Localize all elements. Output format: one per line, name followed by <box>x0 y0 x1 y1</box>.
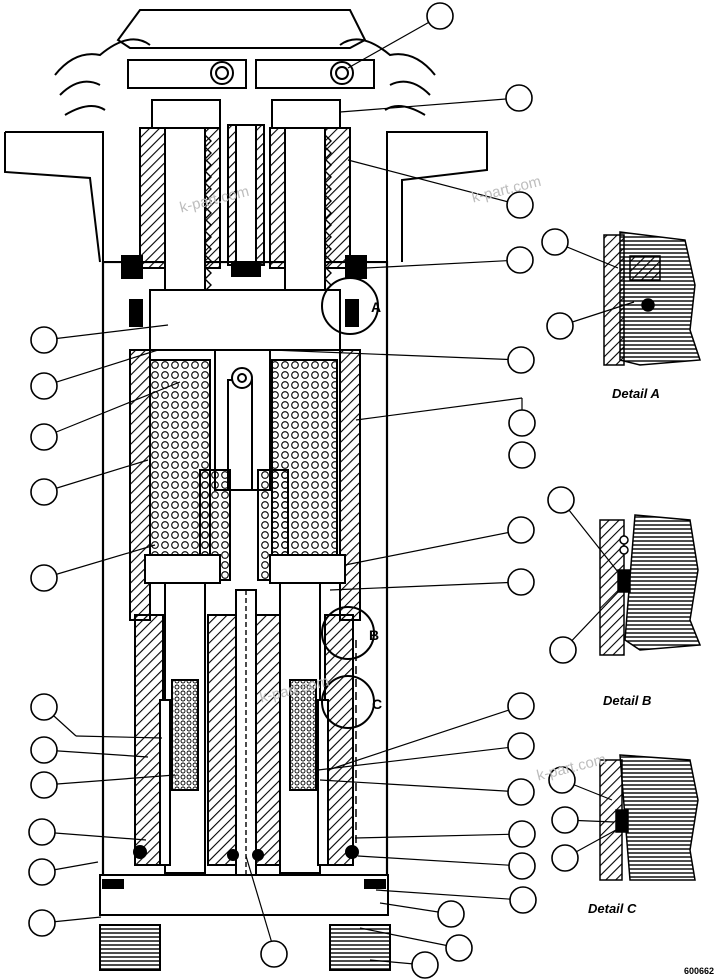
callout-bubble <box>508 820 536 848</box>
callout-bubble <box>30 693 58 721</box>
callout-bubble <box>28 858 56 886</box>
callout-bubble <box>30 423 58 451</box>
callout-bubble <box>506 191 534 219</box>
callout-bubble <box>507 568 535 596</box>
detail-a-callout-circle <box>321 277 379 335</box>
callout-bubble <box>541 228 569 256</box>
callout-bubble <box>549 636 577 664</box>
main-assembly <box>4 9 488 971</box>
callout-bubble <box>507 732 535 760</box>
callout-bubbles <box>28 2 579 979</box>
callout-bubble <box>507 692 535 720</box>
callout-bubble <box>551 844 579 872</box>
detail-c-callout-circle <box>321 675 375 729</box>
detail-b-callout-circle <box>321 606 375 660</box>
callout-bubble <box>411 951 439 979</box>
callout-bubble <box>28 909 56 937</box>
detail-b-label: Detail B <box>603 693 652 708</box>
callout-bubble <box>551 806 579 834</box>
callout-bubble <box>507 516 535 544</box>
detail-b-callout-letter: B <box>369 627 379 643</box>
callout-bubble <box>437 900 465 928</box>
callout-bubble <box>445 934 473 962</box>
callout-bubble <box>30 771 58 799</box>
drawing-number: 600662 <box>684 966 715 976</box>
callout-bubble <box>30 478 58 506</box>
callout-bubble <box>28 818 56 846</box>
detail-callouts <box>321 277 379 729</box>
callout-bubble <box>426 2 454 30</box>
detail-a-drawing <box>603 231 702 366</box>
callout-bubble <box>507 346 535 374</box>
detail-c-label: Detail C <box>588 901 637 916</box>
detail-c-callout-letter: C <box>372 696 382 712</box>
callout-bubble <box>547 486 575 514</box>
detail-b-drawing <box>599 514 702 656</box>
callout-bubble <box>505 84 533 112</box>
callout-bubble <box>30 326 58 354</box>
callout-bubble <box>506 246 534 274</box>
detail-a-label: Detail A <box>612 386 660 401</box>
callout-bubble <box>260 940 288 968</box>
callout-bubble <box>508 852 536 880</box>
callout-bubble <box>546 312 574 340</box>
callout-bubble <box>30 736 58 764</box>
callout-bubble <box>30 372 58 400</box>
callout-bubble <box>508 441 536 469</box>
callout-bubble <box>548 766 576 794</box>
callout-bubble <box>30 564 58 592</box>
callout-bubble <box>509 886 537 914</box>
detail-a-callout-letter: A <box>371 299 381 315</box>
callout-bubble <box>507 778 535 806</box>
detail-c-drawing <box>599 754 699 881</box>
callout-bubble <box>508 409 536 437</box>
